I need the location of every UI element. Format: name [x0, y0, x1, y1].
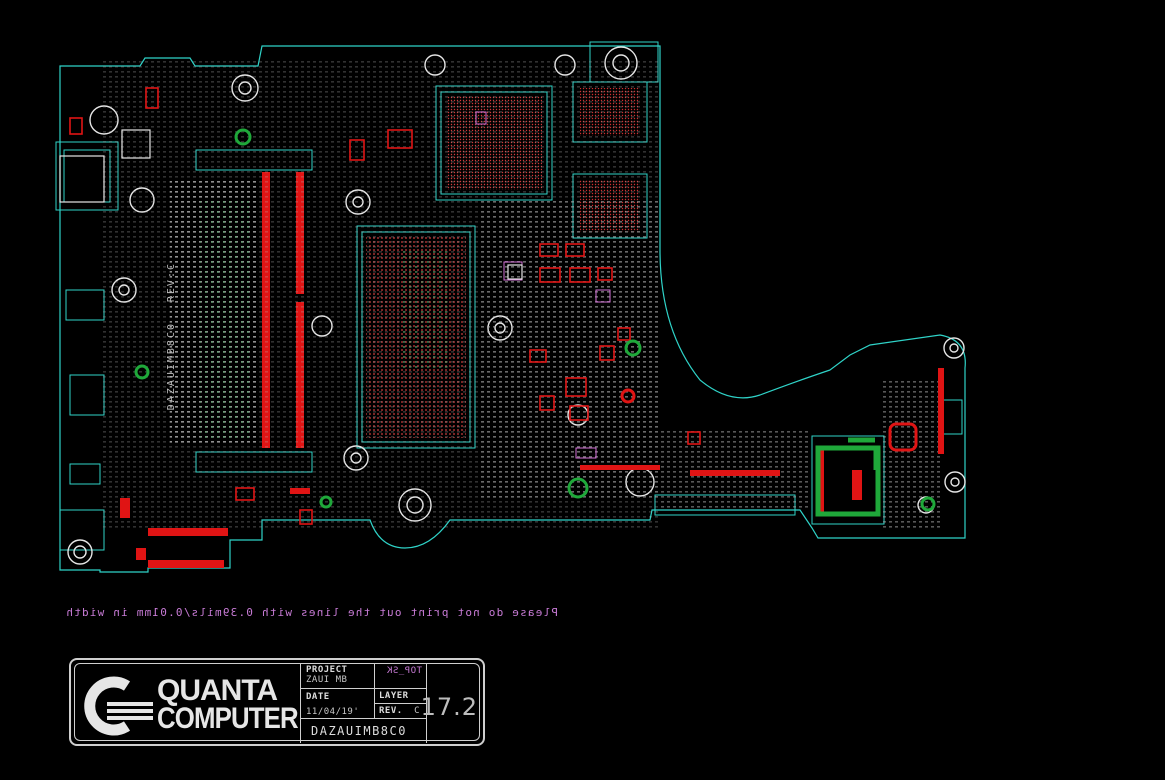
silkscreen-part-number: DAZAUIMB8C0: [166, 322, 177, 411]
layer-code: TOP_SK: [386, 666, 422, 676]
title-block: QUANTA COMPUTER PROJECT ZAUI MB TOP_SK D…: [69, 658, 485, 746]
part-number: DAZAUIMB8C0: [311, 724, 407, 738]
component-field: [100, 60, 940, 530]
red-solid-parts: [120, 368, 944, 568]
usb-port: [59, 129, 523, 280]
rev-label: REV.: [379, 706, 403, 716]
rev-value: C: [414, 706, 421, 716]
project-value: ZAUI MB: [306, 675, 348, 685]
brand-line-1: QUANTA: [157, 674, 278, 707]
silkscreen-rev: REV:C: [166, 262, 177, 303]
title-block-inner: [74, 663, 480, 741]
print-note: Please do not print out the lines with 0…: [65, 606, 558, 619]
part-number-cell: DAZAUIMB8C0: [301, 719, 427, 743]
green-rings: [134, 128, 936, 512]
sheet-number: 17.2: [420, 693, 478, 721]
pink-keepouts: [475, 111, 611, 459]
date-label: DATE: [306, 692, 330, 702]
date-cell: DATE 11/04/19': [301, 689, 375, 719]
brand-line-2: COMPUTER: [157, 702, 299, 735]
title-block-grid: PROJECT ZAUI MB TOP_SK DATE 11/04/19' LA…: [300, 663, 482, 743]
rev-cell: REV. C: [375, 704, 427, 719]
green-pads: [815, 437, 881, 517]
layer-label: LAYER: [379, 691, 409, 701]
quanta-logo-icon: [84, 676, 153, 736]
layer-cell: LAYER: [375, 689, 427, 704]
red-ring: [620, 388, 636, 404]
red-components: [69, 87, 918, 525]
board-outline: [59, 45, 966, 573]
project-label: PROJECT: [306, 665, 348, 675]
date-value: 11/04/19': [306, 707, 360, 717]
layer-code-cell: TOP_SK: [375, 663, 427, 689]
quanta-logo: QUANTA COMPUTER: [77, 674, 299, 736]
project-cell: PROJECT ZAUI MB: [301, 663, 375, 689]
